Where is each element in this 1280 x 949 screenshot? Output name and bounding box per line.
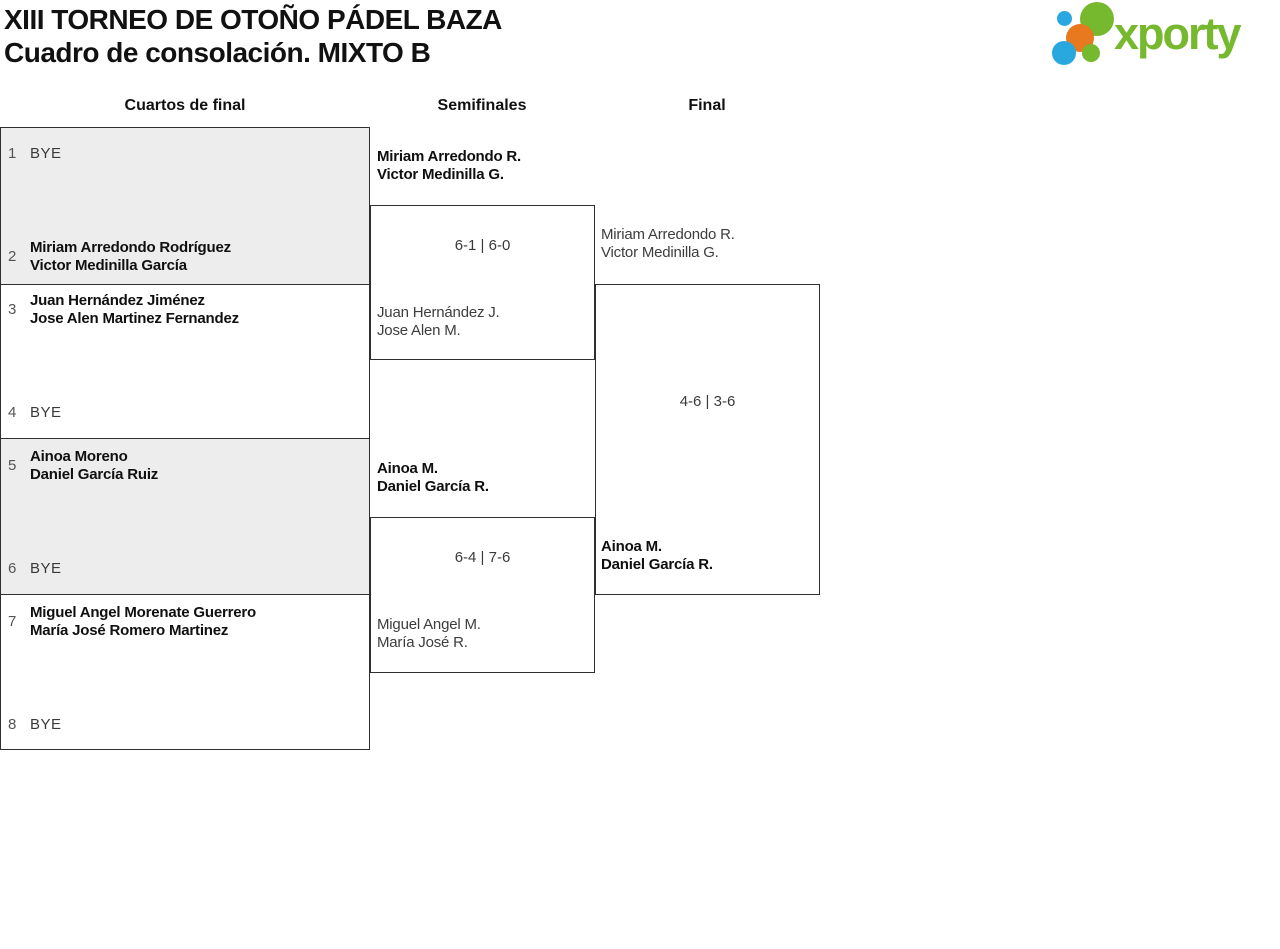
player-2-name: María José R.	[377, 634, 468, 651]
player-1-name: Ainoa M.	[377, 460, 438, 477]
player-1-name: Miguel Angel M.	[377, 616, 481, 633]
player-1-name: Ainoa M.	[601, 538, 662, 555]
player-2-name: María José Romero Martinez	[30, 622, 229, 639]
qf-slot-seed-4: 4 BYE	[8, 404, 62, 422]
qf-slot-seed-7: 7 Miguel Angel Morenate Guerrero María J…	[8, 604, 256, 640]
round-header-quarterfinals: Cuartos de final	[124, 97, 246, 114]
final-box	[595, 284, 820, 595]
logo-dot-icon	[1052, 41, 1076, 65]
qf-slot-seed-2: 2 Miriam Arredondo Rodríguez Victor Medi…	[8, 239, 231, 275]
qf-match-2-area	[1, 285, 369, 439]
quarterfinals-column	[0, 127, 370, 750]
final-top-team: Miriam Arredondo R. Victor Medinilla G.	[601, 226, 735, 262]
seed-number: 1	[8, 145, 17, 162]
bye-label: BYE	[30, 716, 62, 733]
semifinal-2-top-team: Ainoa M. Daniel García R.	[377, 460, 489, 496]
player-2-name: Jose Alen Martinez Fernandez	[30, 310, 239, 327]
qf-slot-seed-5: 5 Ainoa Moreno Daniel García Ruiz	[8, 448, 158, 484]
player-1-name: Miriam Arredondo R.	[601, 226, 735, 243]
player-1-name: Juan Hernández J.	[377, 304, 500, 321]
bye-label: BYE	[30, 404, 62, 421]
qf-slot-seed-1: 1 BYE	[8, 145, 62, 163]
seed-number: 6	[8, 560, 17, 577]
final-bottom-team: Ainoa M. Daniel García R.	[601, 538, 713, 574]
player-1-name: Miriam Arredondo R.	[377, 148, 521, 165]
qf-slot-seed-6: 6 BYE	[8, 560, 62, 578]
semifinal-1-score: 6-1 | 6-0	[454, 237, 511, 254]
semifinal-1-bottom-team: Juan Hernández J. Jose Alen M.	[377, 304, 500, 340]
logo-dot-icon	[1082, 44, 1100, 62]
player-2-name: Victor Medinilla G.	[377, 166, 504, 183]
semifinal-2-score: 6-4 | 7-6	[454, 549, 511, 566]
seed-number: 8	[8, 716, 17, 733]
player-2-name: Victor Medinilla García	[30, 257, 187, 274]
bye-label: BYE	[30, 560, 62, 577]
player-1-name: Miriam Arredondo Rodríguez	[30, 239, 231, 256]
round-header-semifinals: Semifinales	[437, 97, 527, 114]
seed-number: 4	[8, 404, 17, 421]
qf-slot-seed-8: 8 BYE	[8, 716, 62, 734]
xporty-logo[interactable]: xporty	[1048, 0, 1280, 72]
seed-number: 7	[8, 613, 17, 630]
semifinal-1-box	[370, 205, 595, 360]
semifinal-1-top-team: Miriam Arredondo R. Victor Medinilla G.	[377, 148, 521, 184]
logo-wordmark: xporty	[1114, 8, 1242, 59]
bracket-subtitle: Cuadro de consolación. MIXTO B	[4, 37, 431, 68]
round-header-final: Final	[688, 97, 726, 114]
team-pair-names: Juan Hernández Jiménez Jose Alen Martine…	[30, 292, 239, 328]
qf-match-4-area	[1, 595, 369, 749]
seed-number: 2	[8, 248, 17, 265]
seed-number: 5	[8, 457, 17, 474]
qf-match-1-area	[1, 128, 369, 285]
qf-slot-seed-3: 3 Juan Hernández Jiménez Jose Alen Marti…	[8, 292, 239, 328]
player-2-name: Daniel García Ruiz	[30, 466, 159, 483]
semifinal-2-bottom-team: Miguel Angel M. María José R.	[377, 616, 481, 652]
team-pair-names: Miguel Angel Morenate Guerrero María Jos…	[30, 604, 256, 640]
player-1-name: Juan Hernández Jiménez	[30, 292, 205, 309]
final-score: 4-6 | 3-6	[679, 393, 736, 410]
seed-number: 3	[8, 301, 17, 318]
player-1-name: Miguel Angel Morenate Guerrero	[30, 604, 256, 621]
tournament-title: XIII TORNEO DE OTOÑO PÁDEL BAZA	[4, 4, 502, 35]
player-1-name: Ainoa Moreno	[30, 448, 128, 465]
player-2-name: Daniel García R.	[601, 556, 713, 573]
logo-dot-icon	[1057, 11, 1072, 26]
semifinal-2-box	[370, 517, 595, 673]
bye-label: BYE	[30, 145, 62, 162]
player-2-name: Jose Alen M.	[377, 322, 461, 339]
team-pair-names: Miriam Arredondo Rodríguez Victor Medini…	[30, 239, 231, 275]
player-2-name: Daniel García R.	[377, 478, 489, 495]
qf-match-3-area	[1, 439, 369, 595]
player-2-name: Victor Medinilla G.	[601, 244, 719, 261]
team-pair-names: Ainoa Moreno Daniel García Ruiz	[30, 448, 158, 484]
